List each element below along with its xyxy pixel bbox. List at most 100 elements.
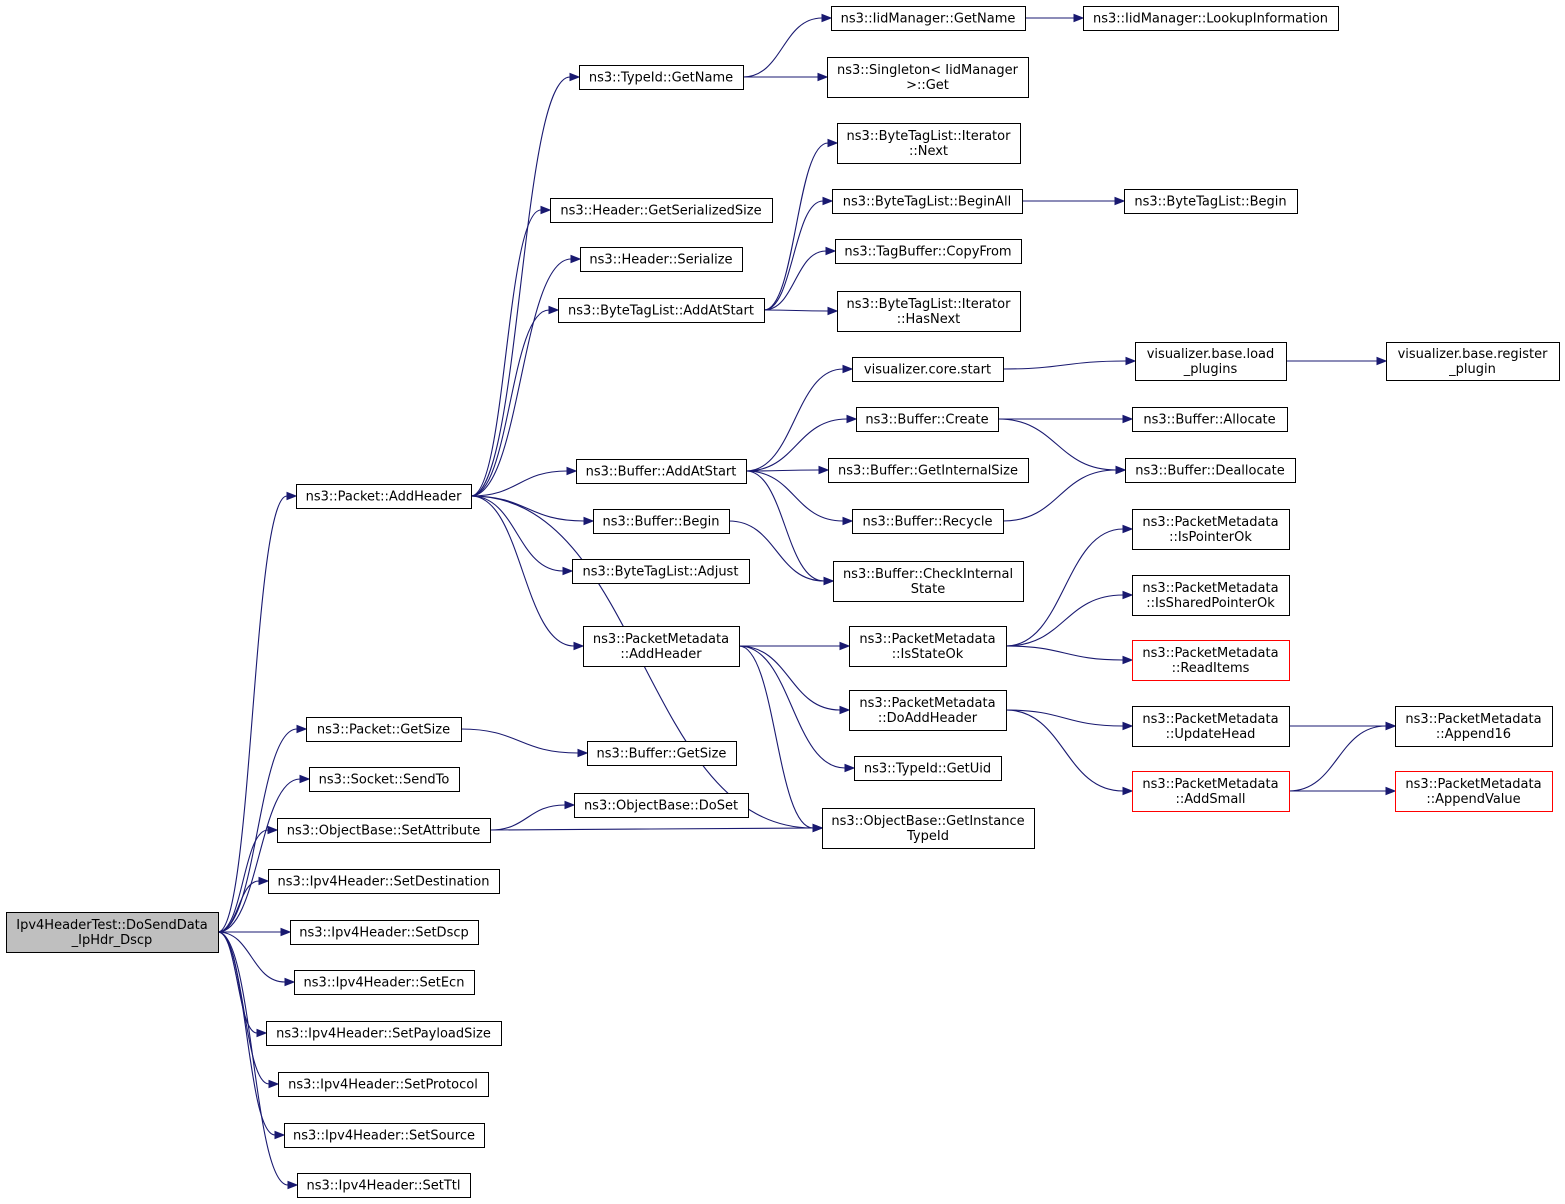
edge-arrowhead [296, 724, 308, 734]
node-box [1132, 706, 1290, 747]
edge-line [460, 728, 579, 754]
node-btl_beginall[interactable]: ns3::ByteTagList::BeginAll [832, 189, 1023, 214]
node-pkt_getsize[interactable]: ns3::Packet::GetSize [306, 717, 462, 742]
node-buf_create[interactable]: ns3::Buffer::Create [856, 407, 999, 432]
node-buf_allocate[interactable]: ns3::Buffer::Allocate [1132, 407, 1288, 432]
edge-arrowhead [825, 246, 837, 256]
node-btl_iter_hasnext[interactable]: ns3::ByteTagList::Iterator::HasNext [837, 291, 1021, 332]
node-pm_addheader[interactable]: ns3::PacketMetadata::AddHeader [583, 626, 740, 667]
edge-arrowhead [812, 823, 824, 833]
node-hdr_serialize[interactable]: ns3::Header::Serialize [580, 247, 743, 272]
node-btl_addatstart[interactable]: ns3::ByteTagList::AddAtStart [558, 298, 765, 323]
node-ipv4_setttl[interactable]: ns3::Ipv4Header::SetTtl [297, 1173, 471, 1198]
node-label: ns3::Ipv4Header::SetTtl [307, 1179, 461, 1194]
edge-arrowhead [1115, 465, 1127, 475]
node-pm_doaddheader[interactable]: ns3::PacketMetadata::DoAddHeader [849, 690, 1007, 731]
node-box [849, 690, 1007, 731]
node-buf_begin[interactable]: ns3::Buffer::Begin [593, 509, 730, 534]
node-iid_lookup[interactable]: ns3::IidManager::LookupInformation [1083, 6, 1339, 31]
edge-root-to-ipv4_setdscp [218, 927, 292, 937]
edge-pkt_addheader-to-typeid_getname [470, 72, 581, 497]
node-pm_isstateok[interactable]: ns3::PacketMetadata::IsStateOk [849, 626, 1007, 667]
edge-line [217, 778, 301, 933]
edge-pkt_addheader-to-btl_adjust [470, 495, 574, 576]
edge-arrowhead [817, 72, 829, 82]
edge-ob_setattr-to-ob_getinst [489, 823, 824, 833]
node-singleton_get[interactable]: ns3::Singleton< IidManager>::Get [827, 57, 1029, 98]
edge-arrowhead [583, 516, 595, 526]
node-label: ns3::ByteTagList::Adjust [583, 565, 739, 580]
node-typeid_getname[interactable]: ns3::TypeId::GetName [579, 65, 744, 90]
node-iid_getname[interactable]: ns3::IidManager::GetName [831, 6, 1026, 31]
node-box [1135, 342, 1287, 381]
node-ipv4_setdest[interactable]: ns3::Ipv4Header::SetDestination [268, 869, 500, 894]
node-ipv4_setproto[interactable]: ns3::Ipv4Header::SetProtocol [278, 1072, 489, 1097]
node-typeid_getuid[interactable]: ns3::TypeId::GetUid [854, 756, 1002, 781]
node-btl_adjust[interactable]: ns3::ByteTagList::Adjust [572, 559, 750, 584]
edge-line [997, 418, 1117, 471]
node-label: ns3::PacketMetadata [593, 632, 729, 647]
node-label: State [911, 582, 945, 597]
node-pm_append16[interactable]: ns3::PacketMetadata::Append16 [1395, 706, 1553, 747]
edge-arrowhead [1114, 196, 1126, 206]
edge-buf_addatstart-to-buf_create [745, 414, 858, 472]
edge-arrowhead [287, 1180, 299, 1190]
node-vis_core_start[interactable]: visualizer.core.start [852, 357, 1004, 382]
node-pm_appendvalue[interactable]: ns3::PacketMetadata::AppendValue [1395, 771, 1553, 812]
node-box [576, 459, 747, 484]
node-label: ns3::Ipv4Header::SetDscp [299, 926, 469, 941]
node-pkt_addheader[interactable]: ns3::Packet::AddHeader [296, 484, 472, 509]
edge-vis_load_plugins-to-vis_register_plugin [1286, 356, 1388, 366]
edge-buf_begin-to-buf_checkinternal [728, 520, 835, 586]
node-buf_getinternal[interactable]: ns3::Buffer::GetInternalSize [828, 458, 1029, 483]
node-ipv4_setecn[interactable]: ns3::Ipv4Header::SetEcn [294, 970, 475, 995]
node-buf_recycle[interactable]: ns3::Buffer::Recycle [852, 509, 1004, 534]
node-pm_readitems[interactable]: ns3::PacketMetadata::ReadItems [1132, 640, 1290, 681]
node-buf_deallocate[interactable]: ns3::Buffer::Deallocate [1125, 458, 1296, 483]
edge-buf_addatstart-to-vis_core_start [745, 364, 854, 472]
node-ob_setattr[interactable]: ns3::ObjectBase::SetAttribute [277, 818, 491, 843]
node-pm_addsmall[interactable]: ns3::PacketMetadata::AddSmall [1132, 771, 1290, 812]
node-label: TypeId [906, 829, 949, 844]
node-btl_iter_next[interactable]: ns3::ByteTagList::Iterator::Next [837, 123, 1021, 164]
edge-line [217, 931, 289, 1186]
edge-line [745, 418, 848, 472]
node-box [1395, 706, 1553, 747]
node-vis_register_plugin[interactable]: visualizer.base.register_plugin [1386, 342, 1560, 381]
node-ipv4_setdscp[interactable]: ns3::Ipv4Header::SetDscp [290, 920, 479, 945]
node-label: >::Get [906, 78, 949, 93]
node-ipv4_setsrc[interactable]: ns3::Ipv4Header::SetSource [284, 1123, 485, 1148]
node-buf_addatstart[interactable]: ns3::Buffer::AddAtStart [576, 459, 747, 484]
node-pm_updatehead[interactable]: ns3::PacketMetadata::UpdateHead [1132, 706, 1290, 747]
edge-buf_recycle-to-buf_deallocate [1002, 465, 1127, 522]
node-vis_load_plugins[interactable]: visualizer.base.load_plugins [1135, 342, 1287, 381]
edge-arrowhead [566, 466, 578, 476]
node-box [278, 1072, 489, 1097]
node-box [849, 626, 1007, 667]
node-pm_ispointerok[interactable]: ns3::PacketMetadata::IsPointerOk [1132, 509, 1290, 550]
node-label: ns3::ByteTagList::Begin [1134, 195, 1286, 210]
node-sock_sendto[interactable]: ns3::Socket::SendTo [309, 767, 460, 792]
node-btl_begin[interactable]: ns3::ByteTagList::Begin [1124, 189, 1298, 214]
edge-line [763, 200, 824, 311]
node-box [277, 818, 491, 843]
node-hdr_getser[interactable]: ns3::Header::GetSerializedSize [550, 198, 773, 223]
edge-typeid_getname-to-singleton_get [742, 72, 829, 82]
node-pm_issharedok[interactable]: ns3::PacketMetadata::IsSharedPointerOk [1132, 575, 1290, 616]
edge-pm_addheader-to-pm_doaddheader [738, 645, 851, 715]
edge-ob_setattr-to-ob_doset [489, 800, 576, 831]
node-ipv4_setpayload[interactable]: ns3::Ipv4Header::SetPayloadSize [266, 1021, 502, 1046]
node-root[interactable]: Ipv4HeaderTest::DoSendData_IpHdr_Dscp [6, 912, 219, 953]
edge-arrowhead [268, 1079, 280, 1089]
node-label: ns3::Ipv4Header::SetEcn [304, 976, 465, 991]
node-box [580, 247, 743, 272]
node-box [1395, 771, 1553, 812]
node-buf_getsize[interactable]: ns3::Buffer::GetSize [587, 741, 737, 766]
node-ob_doset[interactable]: ns3::ObjectBase::DoSet [574, 793, 749, 818]
node-label: ns3::Buffer::CheckInternal [843, 567, 1013, 582]
node-tagbuf_copyfrom[interactable]: ns3::TagBuffer::CopyFrom [835, 239, 1022, 264]
edge-arrowhead [569, 72, 581, 82]
edge-root-to-ipv4_setsrc [217, 931, 286, 1140]
